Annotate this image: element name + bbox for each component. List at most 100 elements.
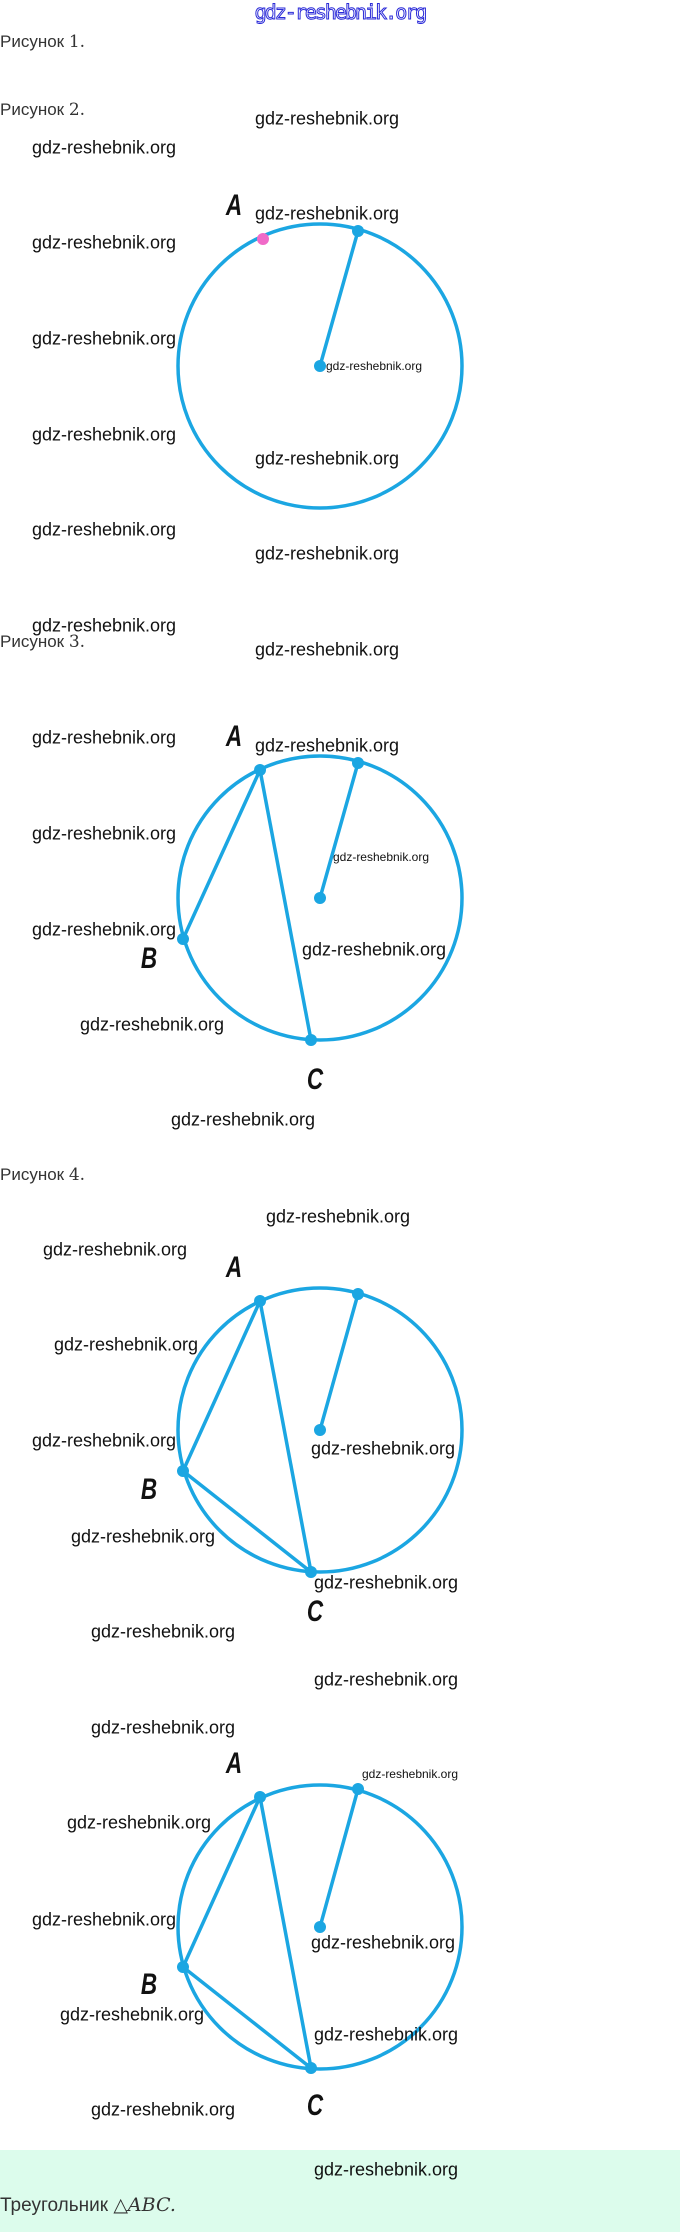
caption-text: Треугольник	[0, 2195, 109, 2216]
watermark: gdz-reshebnik.org	[332, 850, 430, 864]
figure-number: 2.	[68, 100, 86, 120]
point-label-b: B	[140, 1473, 158, 1506]
figure-5-diagram	[176, 1783, 464, 2071]
point-label-b: B	[140, 1968, 158, 2001]
watermark: gdz-reshebnik.org	[90, 1621, 236, 1642]
figure-4-points	[177, 1288, 364, 1578]
watermark: gdz-reshebnik.org	[31, 424, 177, 445]
point-label-c: C	[306, 1595, 324, 1628]
figure-word: Рисунок	[0, 100, 65, 119]
answer-band	[0, 2150, 680, 2232]
figure-number: 3.	[68, 632, 86, 652]
chord-ab	[181, 1300, 262, 1472]
chord-ac	[258, 1300, 313, 1573]
triangle-caption: Треугольник △ABC.	[0, 2194, 176, 2217]
circle	[176, 754, 464, 1042]
watermark: gdz-reshebnik.org	[325, 359, 423, 373]
point-b	[177, 1961, 189, 1973]
chord-ab	[181, 1796, 262, 1968]
figure-word: Рисунок	[0, 632, 65, 651]
watermark: gdz-reshebnik.org	[31, 823, 177, 844]
circle	[176, 1783, 464, 2071]
watermark: gdz-reshebnik.org	[313, 1669, 459, 1690]
point-a	[254, 1295, 266, 1307]
watermark: gdz-reshebnik.org	[310, 1438, 456, 1459]
point-top	[352, 1288, 364, 1300]
watermark: gdz-reshebnik.org	[31, 232, 177, 253]
radius-line	[318, 1788, 360, 1928]
watermark: gdz-reshebnik.org	[31, 328, 177, 349]
radius-line	[318, 1293, 360, 1431]
figure-number: 1.	[68, 32, 86, 52]
watermark: gdz-reshebnik.org	[31, 615, 177, 636]
watermark: gdz-reshebnik.org	[254, 203, 400, 224]
center-point	[314, 360, 326, 372]
watermark: gdz-reshebnik.org	[313, 1572, 459, 1593]
watermark: gdz-reshebnik.org	[310, 1932, 456, 1953]
watermark: gdz-reshebnik.org	[31, 137, 177, 158]
watermark: gdz-reshebnik.org	[59, 2004, 205, 2025]
watermark: gdz-reshebnik.org	[31, 519, 177, 540]
watermark: gdz-reshebnik.org	[31, 1430, 177, 1451]
point-a	[254, 1791, 266, 1803]
figure-5-points	[177, 1783, 364, 2074]
watermark: gdz-reshebnik.org	[90, 1717, 236, 1738]
point-top	[352, 225, 364, 237]
caption-math: △ABC.	[113, 2194, 176, 2216]
point-label-a: A	[225, 189, 243, 222]
figure-3-points	[177, 757, 364, 1046]
point-b	[177, 1465, 189, 1477]
point-label-a: A	[225, 720, 243, 753]
watermark: gdz-reshebnik.org	[79, 1014, 225, 1035]
watermark: gdz-reshebnik.org	[31, 1909, 177, 1930]
watermark: gdz-reshebnik.org	[31, 919, 177, 940]
point-a-highlight	[257, 233, 269, 245]
chord-bc	[181, 1965, 313, 2070]
watermark: gdz-reshebnik.org	[70, 1526, 216, 1547]
watermark: gdz-reshebnik.org	[301, 939, 447, 960]
point-c	[305, 2062, 317, 2074]
watermark: gdz-reshebnik.org	[254, 448, 400, 469]
chord-ac	[258, 769, 313, 1041]
point-label-a: A	[225, 1251, 243, 1284]
point-label-c: C	[306, 2089, 324, 2122]
radius-line	[318, 762, 360, 899]
watermark: gdz-reshebnik.org	[31, 727, 177, 748]
point-c	[305, 1566, 317, 1578]
point-b	[177, 933, 189, 945]
watermark: gdz-reshebnik.org	[90, 2099, 236, 2120]
figure-4-label: Рисунок 4.	[0, 1165, 85, 1185]
point-label-b: B	[140, 942, 158, 975]
point-label-c: C	[306, 1063, 324, 1096]
watermark: gdz-reshebnik.org	[361, 1767, 459, 1781]
chord-bc	[181, 1469, 313, 1574]
watermark: gdz-reshebnik.org	[254, 639, 400, 660]
figure-2-points	[257, 225, 364, 372]
watermark: gdz-reshebnik.org	[313, 2159, 459, 2180]
center-point	[314, 1921, 326, 1933]
figure-1-label: Рисунок 1.	[0, 32, 85, 52]
center-point	[314, 892, 326, 904]
watermark: gdz-reshebnik.org	[66, 1812, 212, 1833]
figure-3-diagram	[176, 754, 464, 1042]
watermark: gdz-reshebnik.org	[313, 2024, 459, 2045]
center-point	[314, 1424, 326, 1436]
watermark: gdz-reshebnik.org	[254, 543, 400, 564]
watermark: gdz-reshebnik.org	[254, 735, 400, 756]
watermark: gdz-reshebnik.org	[254, 108, 400, 129]
point-top	[352, 1783, 364, 1795]
circle	[176, 1286, 464, 1574]
figure-number: 4.	[68, 1165, 86, 1185]
figure-word: Рисунок	[0, 32, 65, 51]
figure-2-label: Рисунок 2.	[0, 100, 85, 120]
figure-4-diagram	[176, 1286, 464, 1574]
point-label-a: A	[225, 1747, 243, 1780]
watermark: gdz-reshebnik.org	[53, 1334, 199, 1355]
header-watermark-link[interactable]: gdz-reshebnik.org	[254, 0, 428, 25]
watermark: gdz-reshebnik.org	[265, 1206, 411, 1227]
chord-ab	[181, 769, 262, 940]
figure-3-label: Рисунок 3.	[0, 632, 85, 652]
watermark: gdz-reshebnik.org	[170, 1109, 316, 1130]
